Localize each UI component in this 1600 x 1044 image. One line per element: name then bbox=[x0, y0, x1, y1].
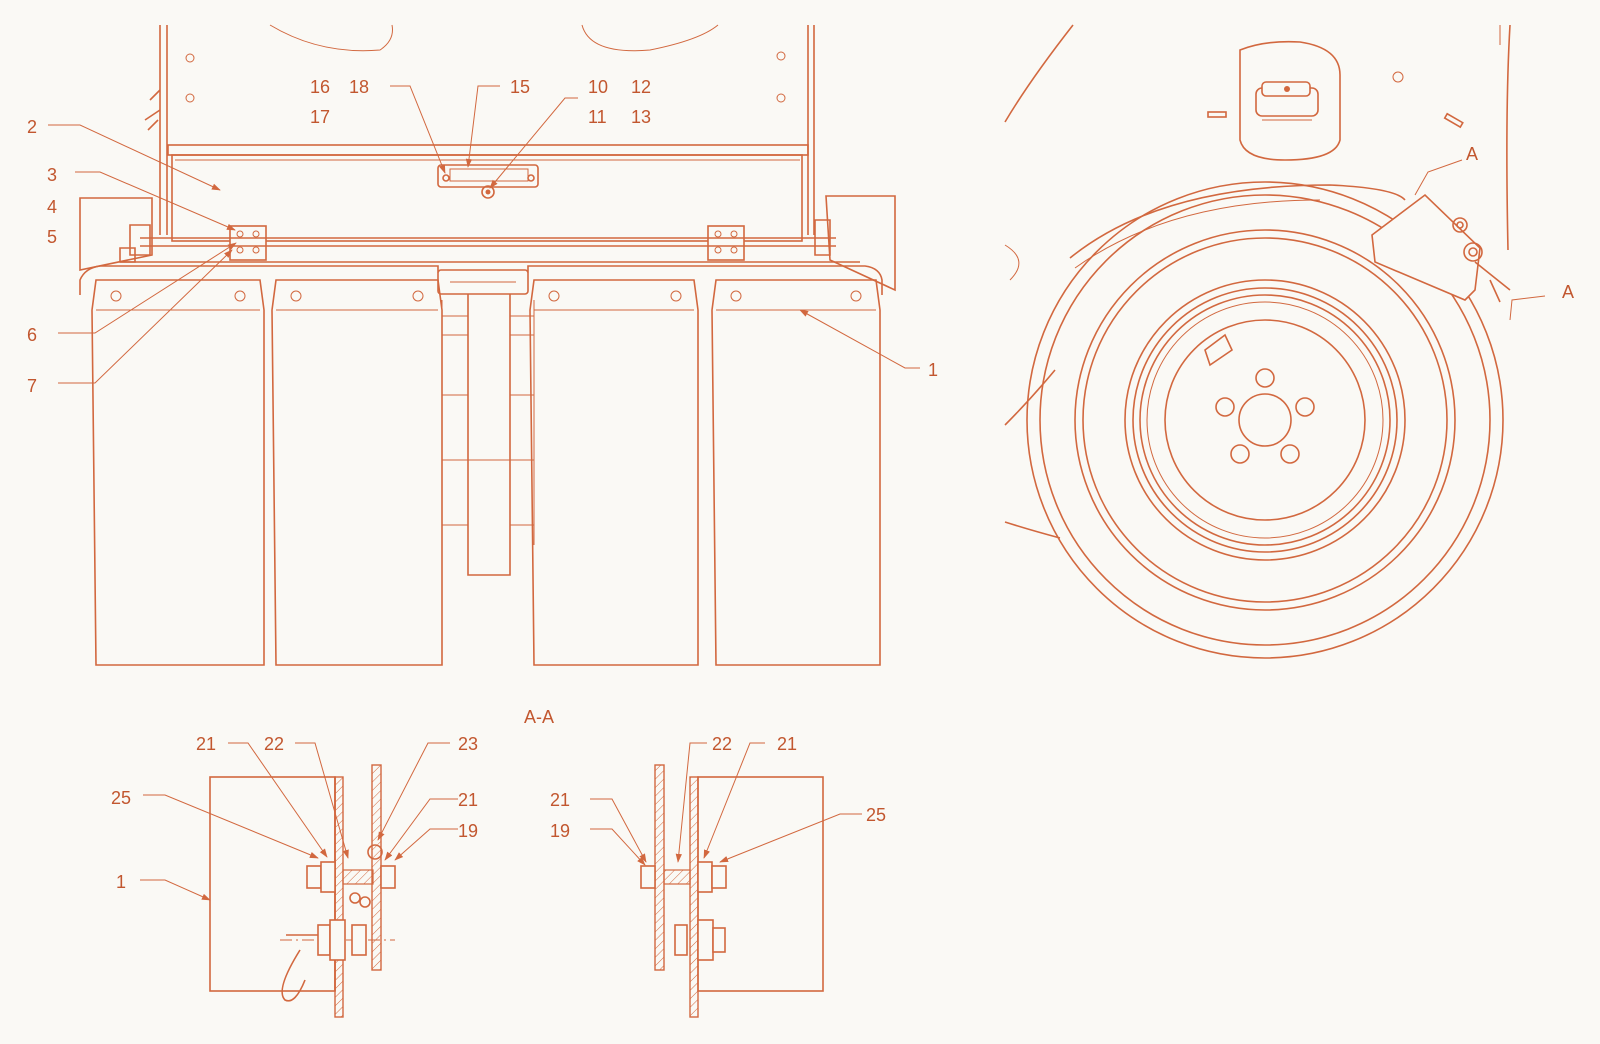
flap-bracket bbox=[1371, 193, 1511, 303]
callout-12: 12 bbox=[631, 77, 651, 97]
callout-6: 6 bbox=[27, 325, 37, 345]
callout-21: 21 bbox=[458, 790, 478, 810]
callout-10: 10 bbox=[588, 77, 608, 97]
section-marker-a-top: A bbox=[1466, 144, 1478, 164]
hinge-left bbox=[229, 225, 267, 261]
small-mark bbox=[1207, 111, 1227, 118]
callout-16: 16 bbox=[310, 77, 330, 97]
callout-7: 7 bbox=[27, 376, 37, 396]
callout-5: 5 bbox=[47, 227, 57, 247]
callout-25: 25 bbox=[111, 788, 131, 808]
flap-panel-4 bbox=[711, 279, 881, 666]
section-title: A-A bbox=[524, 707, 554, 727]
callout-2: 2 bbox=[27, 117, 37, 137]
leader-lines bbox=[48, 85, 1546, 901]
cover-plate bbox=[167, 144, 809, 242]
callout-4: 4 bbox=[47, 197, 57, 217]
callout-19: 19 bbox=[550, 821, 570, 841]
callout-21: 21 bbox=[196, 734, 216, 754]
mount-rail bbox=[79, 237, 883, 295]
fuel-cap bbox=[1239, 40, 1341, 161]
center-post bbox=[441, 294, 535, 576]
section-detail-right bbox=[640, 764, 824, 1018]
callout-23: 23 bbox=[458, 734, 478, 754]
section-marker-a-bottom: A bbox=[1562, 282, 1574, 302]
callout-1: 1 bbox=[928, 360, 938, 380]
flap-panel-2 bbox=[271, 279, 443, 666]
flap-panel-1 bbox=[91, 279, 265, 666]
section-detail-left bbox=[209, 764, 396, 1018]
side-bracket-left bbox=[79, 197, 153, 271]
callout-22: 22 bbox=[264, 734, 284, 754]
front-view bbox=[79, 24, 896, 666]
callout-3: 3 bbox=[47, 165, 57, 185]
callout-21: 21 bbox=[777, 734, 797, 754]
callout-21: 21 bbox=[550, 790, 570, 810]
callout-1: 1 bbox=[116, 872, 126, 892]
side-view-wheel bbox=[1004, 24, 1511, 659]
callout-25: 25 bbox=[866, 805, 886, 825]
callout-13: 13 bbox=[631, 107, 651, 127]
callout-22: 22 bbox=[712, 734, 732, 754]
frame-posts bbox=[144, 24, 815, 235]
flap-panel-3 bbox=[529, 279, 699, 666]
callout-11: 11 bbox=[588, 107, 607, 127]
callout-19: 19 bbox=[458, 821, 478, 841]
callout-labels: 2 3 4 5 6 7 16 18 17 15 10 12 11 13 1 A … bbox=[27, 77, 1574, 892]
callout-15: 15 bbox=[510, 77, 530, 97]
callout-17: 17 bbox=[310, 107, 330, 127]
hinge-right bbox=[707, 225, 745, 261]
callout-18: 18 bbox=[349, 77, 369, 97]
side-bracket-right bbox=[825, 195, 896, 292]
